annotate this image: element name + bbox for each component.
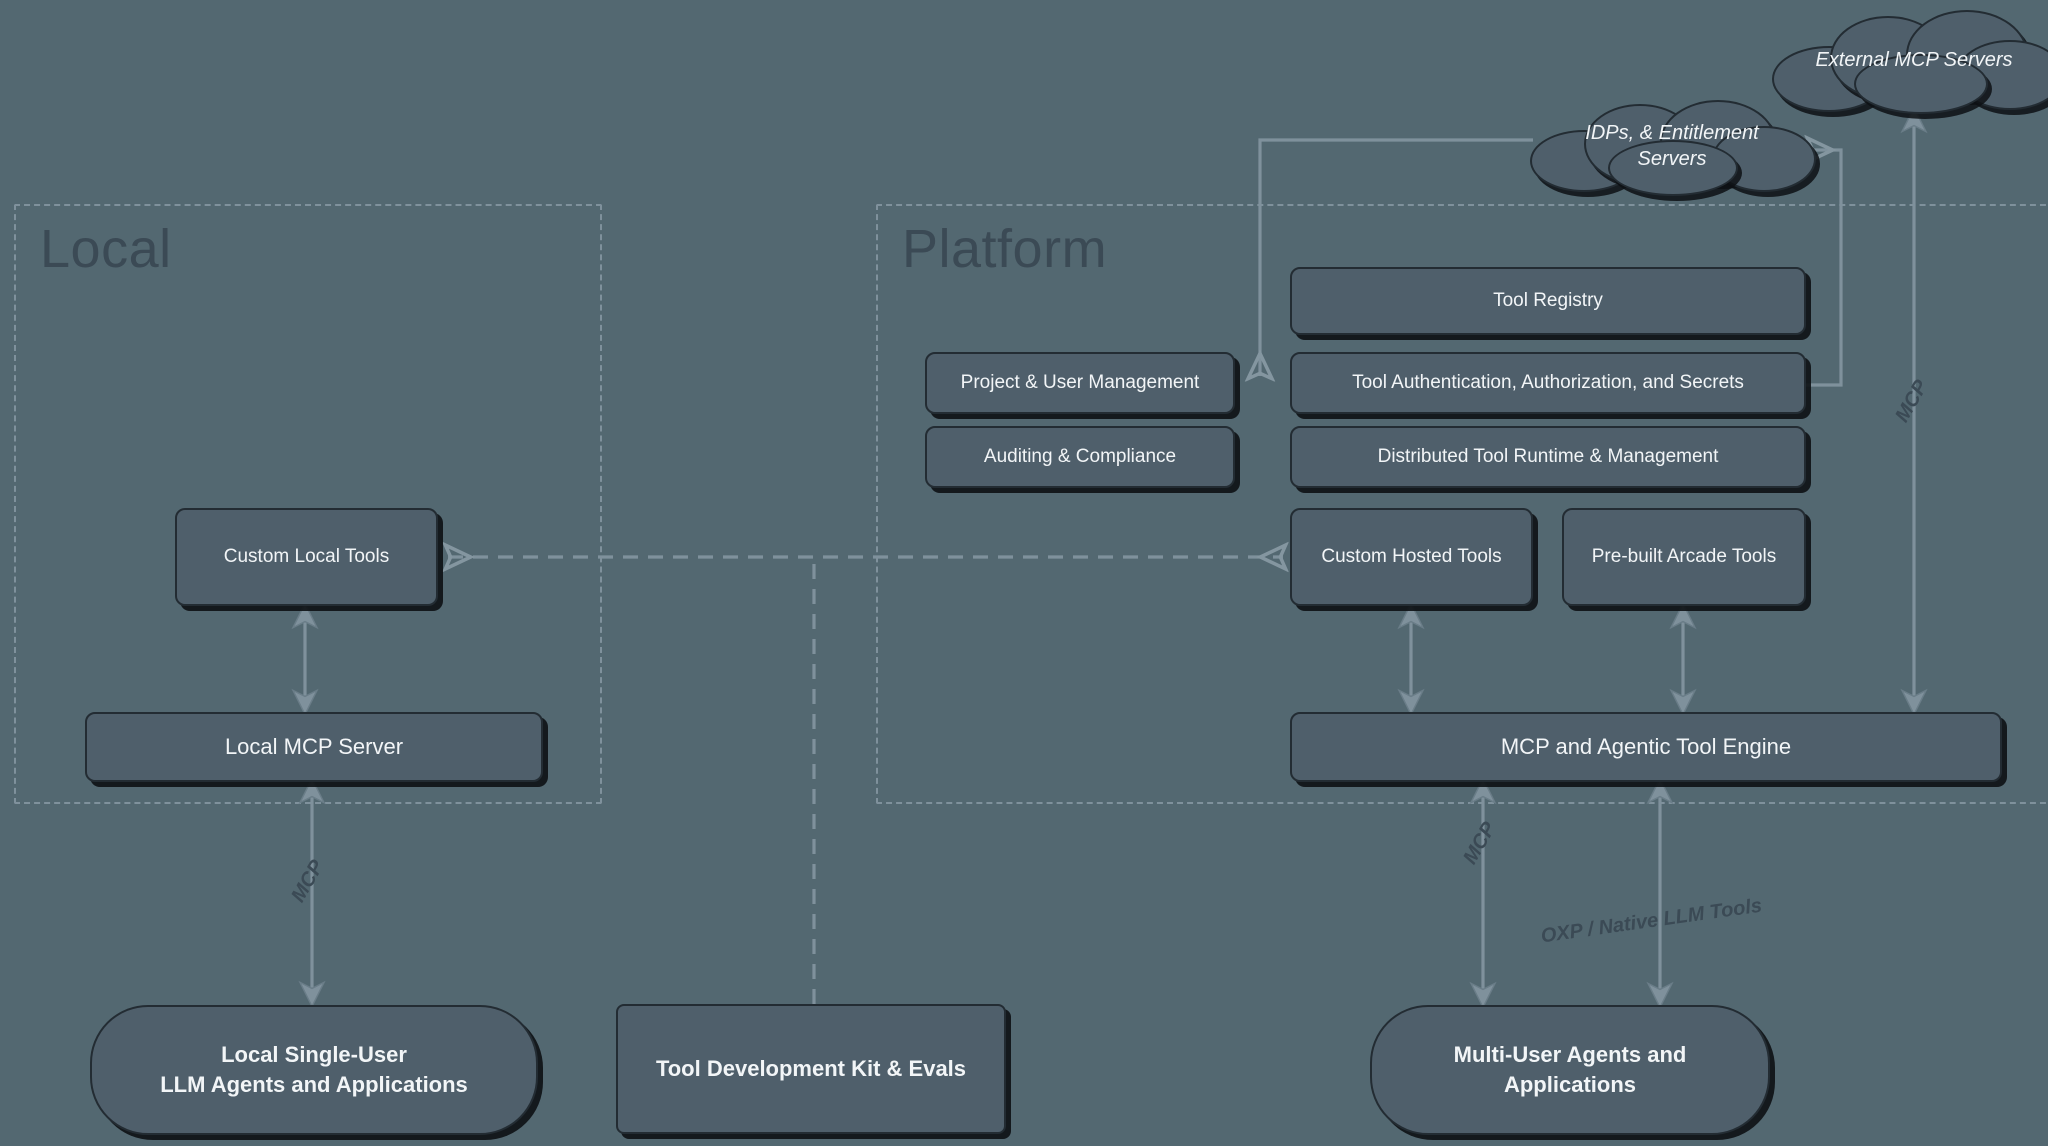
edge-label-oxp: OXP / Native LLM Tools <box>1539 894 1764 948</box>
node-custom-local-tools[interactable]: Custom Local Tools <box>175 508 438 606</box>
node-custom-local-tools-label: Custom Local Tools <box>223 546 390 568</box>
zone-local-title: Local <box>40 219 172 279</box>
node-custom-hosted-tools-label: Custom Hosted Tools <box>1321 546 1502 568</box>
node-mcp-agentic-tool-engine-label: MCP and Agentic Tool Engine <box>1500 734 1792 760</box>
node-local-mcp-server-label: Local MCP Server <box>224 734 404 760</box>
cloud-external-mcp-servers-label: External MCP Servers <box>1815 49 2013 71</box>
node-auditing-compliance[interactable]: Auditing & Compliance <box>925 426 1235 488</box>
cloud-idps-entitlement-servers-label: IDPs, & Entitlement Servers <box>1585 122 1759 170</box>
node-prebuilt-arcade-tools[interactable]: Pre-built Arcade Tools <box>1562 508 1806 606</box>
cloud-idps-entitlement-servers: IDPs, & Entitlement Servers <box>1528 100 1816 196</box>
node-custom-hosted-tools[interactable]: Custom Hosted Tools <box>1290 508 1533 606</box>
node-project-user-management-label: Project & User Management <box>960 372 1200 394</box>
node-tool-development-kit[interactable]: Tool Development Kit & Evals <box>616 1004 1006 1134</box>
node-local-single-user-agents[interactable]: Local Single-User LLM Agents and Applica… <box>90 1005 538 1135</box>
node-multi-user-agents-label: Multi-User Agents and Applications <box>1453 1042 1687 1097</box>
cloud-external-mcp-servers: External MCP Servers <box>1766 10 2048 114</box>
node-tool-registry[interactable]: Tool Registry <box>1290 267 1806 335</box>
node-tool-registry-label: Tool Registry <box>1493 290 1603 312</box>
node-tool-development-kit-label: Tool Development Kit & Evals <box>655 1056 967 1082</box>
node-auditing-compliance-label: Auditing & Compliance <box>983 446 1177 468</box>
edge-label-mcp-local: MCP <box>287 856 329 906</box>
node-multi-user-agents[interactable]: Multi-User Agents and Applications <box>1370 1005 1770 1135</box>
node-tool-auth[interactable]: Tool Authentication, Authorization, and … <box>1290 352 1806 414</box>
node-distributed-tool-runtime[interactable]: Distributed Tool Runtime & Management <box>1290 426 1806 488</box>
node-project-user-management[interactable]: Project & User Management <box>925 352 1235 414</box>
zone-platform-title: Platform <box>902 219 1108 279</box>
node-distributed-tool-runtime-label: Distributed Tool Runtime & Management <box>1377 446 1719 468</box>
node-prebuilt-arcade-tools-label: Pre-built Arcade Tools <box>1591 546 1777 568</box>
node-mcp-agentic-tool-engine[interactable]: MCP and Agentic Tool Engine <box>1290 712 2002 782</box>
node-tool-auth-label: Tool Authentication, Authorization, and … <box>1352 372 1744 394</box>
node-local-single-user-agents-label: Local Single-User LLM Agents and Applica… <box>160 1042 468 1097</box>
node-local-mcp-server[interactable]: Local MCP Server <box>85 712 543 782</box>
edge-label-mcp-platform: MCP <box>1459 818 1501 868</box>
